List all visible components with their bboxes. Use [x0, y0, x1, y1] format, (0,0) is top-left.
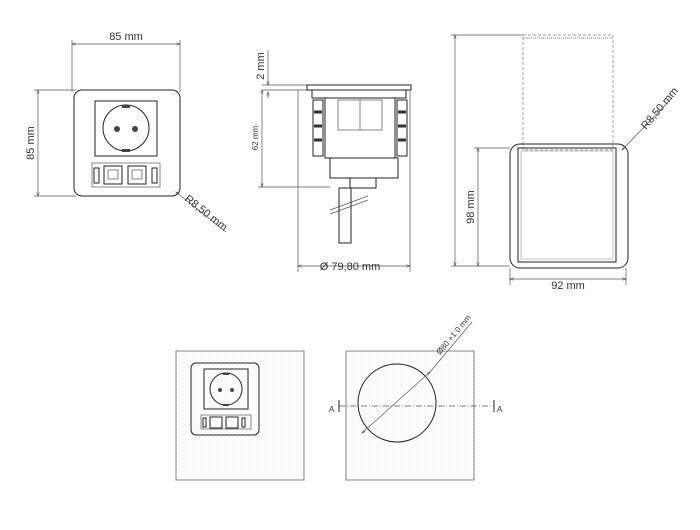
schuko-socket-icon — [102, 104, 150, 152]
cutout-diameter-label: Ø80 +1 0 mm — [435, 313, 473, 356]
rj45-port-icon — [127, 165, 147, 185]
box-height-label: 98 mm — [465, 190, 477, 224]
section-label-left: A — [329, 405, 335, 414]
box-radius-label: R8,50 mm — [639, 85, 681, 132]
side-diameter-label: Ø 79,80 mm — [320, 261, 381, 273]
power-cable — [338, 187, 352, 244]
desk-surface-right — [345, 350, 475, 481]
box-hidden-top — [522, 34, 614, 151]
section-label-right: A — [497, 405, 503, 414]
rj45-port-icon — [225, 416, 239, 429]
usb-port-icon — [202, 417, 207, 428]
front-height-label: 85 mm — [25, 126, 37, 160]
installed-view — [175, 350, 305, 481]
rj45-port-icon — [103, 165, 123, 185]
desk-surface-left — [175, 350, 305, 481]
box-outline — [509, 143, 629, 269]
side-top-offset-label: 2 mm — [255, 52, 267, 80]
usb-port-icon — [241, 417, 246, 428]
usb-port-icon — [93, 167, 100, 184]
front-width-label: 85 mm — [109, 31, 143, 43]
front-plate — [73, 89, 181, 197]
side-height-label: 62 mm — [251, 125, 260, 150]
box-view: 98 mm 92 mm R8,50 mm — [451, 35, 681, 292]
front-radius-label: R8,50 mm — [182, 193, 229, 234]
front-view: 85 mm 85 mm R8,50 mm — [25, 31, 230, 234]
cutout-hole — [357, 363, 437, 443]
side-view: 2 mm 62 mm Ø 79,80 mm — [251, 50, 412, 273]
socket-frame — [94, 100, 158, 157]
rj45-port-icon — [209, 416, 223, 429]
box-width-label: 92 mm — [551, 280, 585, 292]
usb-port-icon — [151, 167, 158, 184]
cutout-view: A A Ø80 +1 0 mm — [329, 313, 503, 481]
